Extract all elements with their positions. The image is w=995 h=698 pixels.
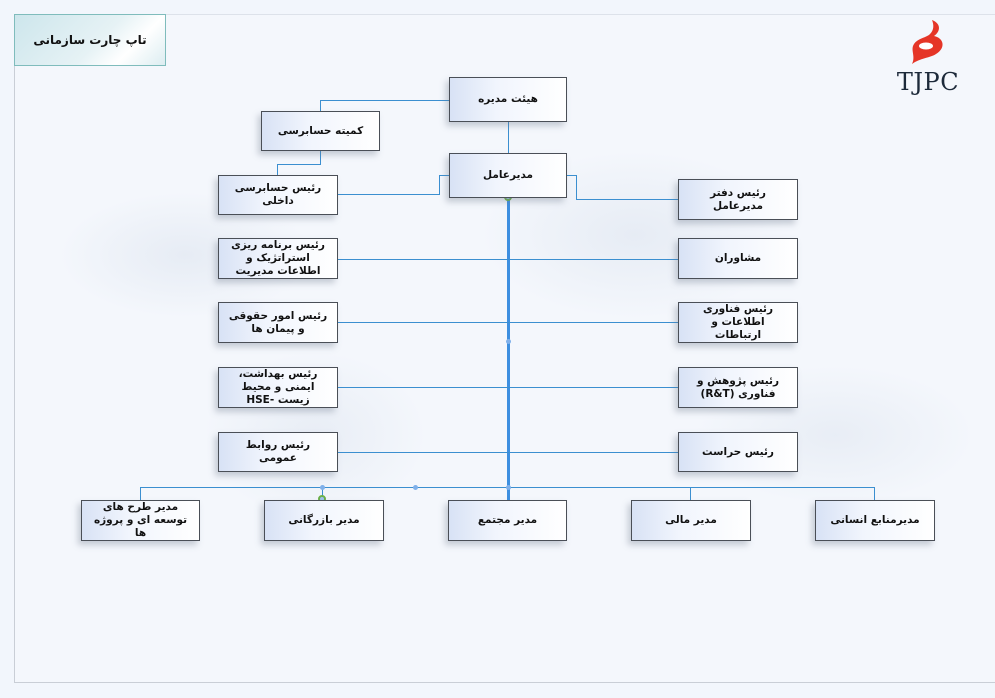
chart-canvas — [14, 14, 995, 683]
connector — [277, 164, 321, 165]
node-internal-audit[interactable]: رئیس حسابرسی داخلی — [218, 175, 338, 215]
node-audit-committee[interactable]: کمیته حسابرسی — [261, 111, 380, 151]
logo-text: TJPC — [896, 68, 960, 96]
connector — [338, 259, 678, 260]
node-label: مدیر طرح های توسعه ای و پروژه ها — [93, 501, 188, 539]
connector — [576, 175, 577, 199]
connector — [320, 150, 321, 164]
connector-midpoint[interactable] — [506, 339, 511, 344]
node-label: کمیته حسابرسی — [277, 124, 364, 137]
connector-midpoint[interactable] — [320, 485, 325, 490]
node-complex[interactable]: مدیر مجتمع — [448, 500, 567, 541]
node-label: مدیر بازرگانی — [288, 514, 360, 526]
node-label: مشاوران — [714, 252, 762, 264]
page-title: تاپ چارت سازمانی — [14, 14, 166, 66]
connector — [320, 100, 321, 111]
node-label: رئیس فناوری اطلاعات و ارتباطات — [702, 303, 774, 341]
page-title-text: تاپ چارت سازمانی — [33, 33, 147, 47]
node-label: رئیس پژوهش و فناوری (R&T) — [696, 374, 780, 400]
connector — [338, 387, 678, 388]
connector — [277, 164, 278, 175]
node-strategic-planning[interactable]: رئیس برنامه ریزی استراتژیک و اطلاعات مدی… — [218, 238, 338, 279]
node-security[interactable]: رئیس حراست — [678, 432, 798, 472]
node-label: مدیر مجتمع — [477, 514, 538, 526]
node-advisors[interactable]: مشاوران — [678, 238, 798, 279]
connector — [338, 194, 440, 195]
connector — [439, 175, 440, 195]
connector — [140, 487, 141, 500]
node-label: رئیس روابط عمومی — [245, 439, 311, 464]
connector — [690, 487, 691, 500]
node-label: رئیس برنامه ریزی استراتژیک و اطلاعات مدی… — [231, 239, 325, 277]
connector — [338, 452, 678, 453]
connector — [338, 322, 678, 323]
node-finance[interactable]: مدیر مالی — [631, 500, 751, 541]
node-label: مدیرعامل — [482, 169, 534, 181]
node-public-relations[interactable]: رئیس روابط عمومی — [218, 432, 338, 472]
node-label: مدیرمنابع انسانی — [830, 514, 920, 526]
connector — [874, 487, 875, 500]
node-hse[interactable]: رئیس بهداشت، ایمنی و محیط زیست -HSE — [218, 367, 338, 408]
node-label: مدیر مالی — [665, 514, 717, 526]
node-legal[interactable]: رئیس امور حقوقی و پیمان ها — [218, 302, 338, 343]
connector — [320, 100, 449, 101]
connector — [439, 175, 449, 176]
node-rnd[interactable]: رئیس پژوهش و فناوری (R&T) — [678, 367, 798, 408]
red-flame-ribbon-icon — [912, 20, 943, 64]
node-label: رئیس دفتر مدیرعامل — [710, 186, 766, 212]
node-label: هیئت مدیره — [478, 93, 538, 105]
node-ceo-office[interactable]: رئیس دفتر مدیرعامل — [678, 179, 798, 220]
connector — [576, 199, 678, 200]
node-ceo[interactable]: مدیرعامل — [449, 153, 567, 198]
node-hr[interactable]: مدیرمنابع انسانی — [815, 500, 935, 541]
connector-midpoint[interactable] — [506, 485, 511, 490]
node-label: رئیس امور حقوقی و پیمان ها — [228, 309, 328, 335]
node-it[interactable]: رئیس فناوری اطلاعات و ارتباطات — [678, 302, 798, 343]
connector — [508, 122, 509, 153]
node-label: رئیس بهداشت، ایمنی و محیط زیست -HSE — [238, 368, 318, 406]
node-board-of-directors[interactable]: هیئت مدیره — [449, 77, 567, 122]
connector — [322, 487, 323, 500]
node-projects[interactable]: مدیر طرح های توسعه ای و پروژه ها — [81, 500, 200, 541]
connector-midpoint[interactable] — [413, 485, 418, 490]
company-logo: TJPC — [880, 18, 976, 98]
node-commercial[interactable]: مدیر بازرگانی — [264, 500, 384, 541]
connector — [566, 175, 576, 176]
node-label: رئیس حسابرسی داخلی — [234, 182, 322, 207]
main-trunk-connector — [507, 199, 510, 501]
node-label: رئیس حراست — [702, 445, 774, 458]
